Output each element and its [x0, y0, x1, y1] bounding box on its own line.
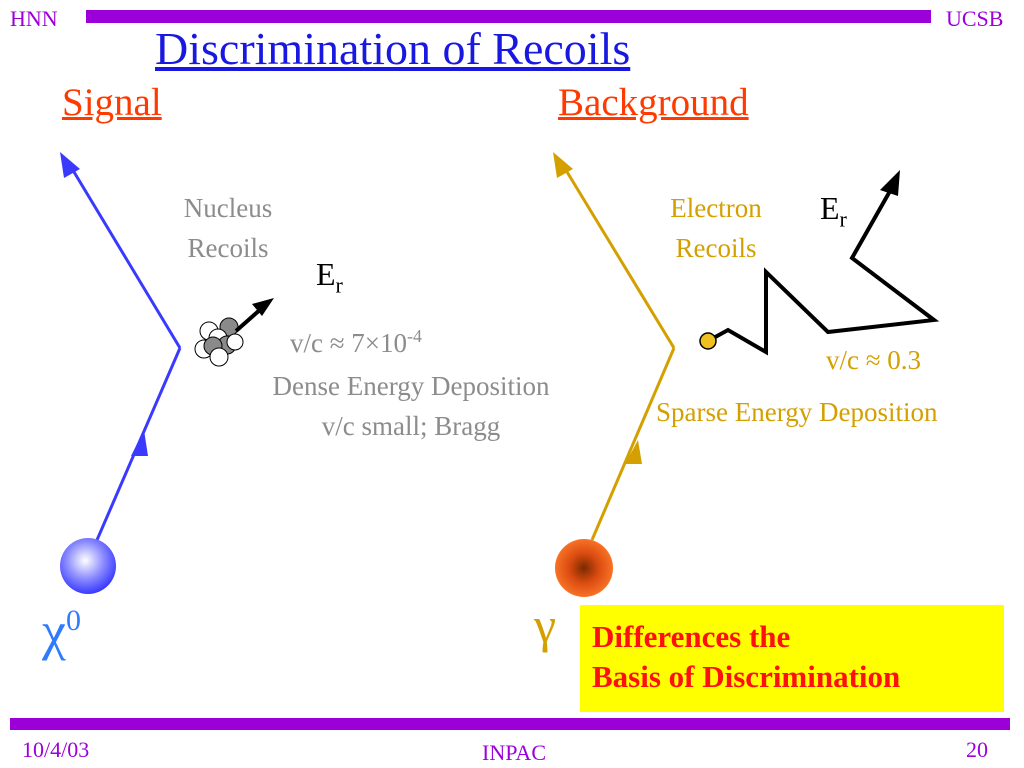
background-er-sub: r — [839, 206, 847, 232]
signal-track — [60, 152, 182, 541]
header-left: HNN — [10, 6, 58, 31]
header-bar — [86, 10, 931, 23]
signal-track-end-arrow — [60, 152, 80, 178]
background-track-mid-arrow — [625, 440, 642, 464]
electron-dot — [699, 332, 717, 350]
signal-er-label: Er — [316, 256, 343, 298]
gamma-particle — [555, 539, 613, 597]
signal-desc-line1: Dense Energy Deposition — [272, 371, 550, 401]
footer-page-number: 20 — [966, 737, 988, 762]
footer-bar — [10, 718, 1010, 730]
signal-heading: Signal — [62, 81, 162, 124]
footer-date: 10/4/03 — [22, 737, 90, 762]
signal-track-mid-arrow — [131, 430, 148, 456]
background-er-main: E — [820, 190, 840, 226]
background-track-end-arrow — [553, 152, 573, 178]
signal-velocity-main: v/c ≈ 7×10 — [290, 328, 408, 358]
nucleus-recoils-label: Nucleus Recoils — [140, 188, 316, 268]
wimp-symbol: χ0 — [42, 600, 81, 662]
signal-velocity-exp: -4 — [407, 326, 423, 346]
slide-title: Discrimination of Recoils — [155, 23, 631, 74]
gamma-symbol: γ — [534, 597, 557, 653]
footer-center: INPAC — [482, 740, 546, 765]
callout-box: Differences the Basis of Discrimination — [580, 605, 1004, 712]
signal-desc-line2: v/c small; Bragg — [321, 411, 501, 441]
signal-velocity: v/c ≈ 7×10-4 — [290, 316, 422, 363]
electron-zigzag-track — [707, 183, 940, 356]
callout-line2: Basis of Discrimination — [592, 659, 901, 694]
signal-er-sub: r — [335, 272, 343, 298]
wimp-particle — [60, 538, 116, 594]
callout-line1: Differences the — [592, 619, 791, 654]
background-velocity: v/c ≈ 0.3 — [826, 345, 922, 375]
signal-description: Dense Energy Deposition v/c small; Bragg — [216, 366, 606, 446]
background-track — [553, 152, 676, 541]
background-er-label: Er — [820, 190, 847, 232]
background-heading: Background — [558, 81, 749, 124]
electron-recoil-arrowhead — [880, 170, 900, 196]
wimp-symbol-main: χ — [42, 601, 66, 661]
header-right: UCSB — [946, 6, 1004, 31]
nucleus-recoils-line2: Recoils — [187, 233, 269, 263]
electron-recoils-line1: Electron — [670, 193, 762, 223]
electron-recoils-line2: Recoils — [675, 233, 757, 263]
electron-recoils-label: Electron Recoils — [636, 188, 796, 268]
nucleus-recoil-arrow — [234, 298, 274, 333]
wimp-symbol-sup: 0 — [65, 604, 81, 637]
nucleus-recoils-line1: Nucleus — [183, 193, 273, 223]
signal-er-main: E — [316, 256, 336, 292]
background-description: Sparse Energy Deposition — [656, 397, 938, 427]
nucleus-cluster — [194, 317, 244, 367]
